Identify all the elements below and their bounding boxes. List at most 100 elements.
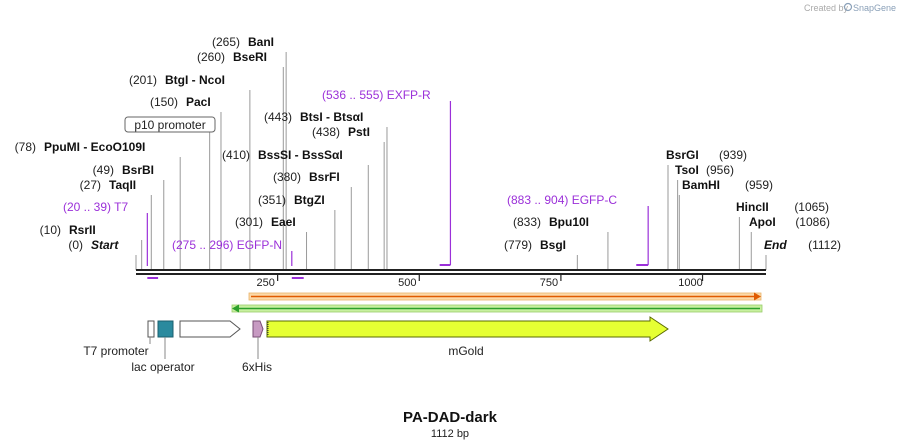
site-pos: (10) [40, 223, 61, 237]
site-name: BssSI - BssSαI [258, 148, 343, 162]
site-pos: (443) [264, 110, 292, 124]
scale-tick-label: 500 [398, 277, 416, 289]
site-pos: (410) [222, 148, 250, 162]
site-name: Start [91, 238, 119, 252]
site-ppuMI-ecoO109I[interactable]: (78) PpuMI - EcoO109I [15, 140, 146, 154]
site-pos: (1112) [808, 238, 841, 252]
site-banI[interactable]: (265)BanI [212, 35, 274, 49]
site-pos: (1086) [795, 215, 830, 229]
site-pos: (959) [745, 178, 773, 192]
site-bssSI-bssSaI[interactable]: (410) BssSI - BssSαI [222, 148, 343, 162]
site-pos: (779) [504, 238, 532, 252]
site-pos: (150) [150, 95, 178, 109]
site-bpu10I[interactable]: (833) Bpu10I [513, 215, 589, 229]
feature-label-t7-promoter: T7 promoter [83, 344, 148, 358]
site-pos: (380) [273, 170, 301, 184]
site-pos: (260) [197, 50, 225, 64]
site-taqII[interactable]: (27) TaqII [80, 178, 136, 192]
site-bsgI[interactable]: (779) BsgI [504, 238, 566, 252]
site-pos: (0) [68, 238, 83, 252]
dna-backbone [136, 269, 766, 275]
site-pos: (833) [513, 215, 541, 229]
site-start[interactable]: (0) Start [68, 238, 119, 252]
primer-labels: (536 .. 555) EXFP-R (20 .. 39) T7 (275 .… [63, 88, 617, 252]
site-bsrBI[interactable]: (49) BsrBI [93, 163, 154, 177]
site-lines [135, 52, 767, 270]
primer-egfp-n-label[interactable]: (275 .. 296) EGFP-N [172, 238, 282, 252]
site-name: BsgI [540, 238, 566, 252]
site-name: Bpu10I [549, 215, 589, 229]
site-p10-promoter[interactable]: p10 promoter [124, 116, 216, 133]
credit-brand: SnapGene [853, 3, 896, 13]
p10-promoter-box [124, 116, 216, 133]
site-name: p10 promoter [134, 118, 205, 132]
site-name: PacI [186, 95, 211, 109]
site-pos: (27) [80, 178, 101, 192]
scale-tick-label: 1000 [678, 277, 702, 289]
site-name: ApoI [749, 215, 776, 229]
primer-exfp-r-label[interactable]: (536 .. 555) EXFP-R [322, 88, 431, 102]
site-rsrII[interactable]: (10) RsrII [40, 223, 96, 237]
site-name: BamHI [682, 178, 720, 192]
site-hincII[interactable]: (1065) HincII [736, 200, 829, 214]
site-tsoI[interactable]: (956) TsoI [675, 163, 734, 177]
primer-marks [146, 101, 649, 279]
site-name: PpuMI - EcoO109I [44, 140, 145, 154]
site-name: RsrII [69, 223, 96, 237]
site-eaeI[interactable]: (301) EaeI [235, 215, 296, 229]
site-bsrFI[interactable]: (380) BsrFI [273, 170, 340, 184]
site-name: BtgI - NcoI [165, 73, 225, 87]
site-pstI[interactable]: (438) PstI [312, 125, 370, 139]
site-pos: (265) [212, 35, 240, 49]
feature-his-tag[interactable] [252, 320, 264, 338]
site-btsI-btsaI[interactable]: (443) BtsI - BtsαI [264, 110, 363, 124]
site-pos: (78) [15, 140, 36, 154]
site-name: TsoI [675, 163, 699, 177]
site-name: HincII [736, 200, 769, 214]
site-labels: (265)BanI (260) BseRI (201) BtgI - NcoI (1… [15, 35, 841, 252]
site-name: BtsI - BtsαI [300, 110, 363, 124]
site-name: BseRI [233, 50, 267, 64]
credit-prefix: Created by [804, 3, 849, 13]
site-pos: (1065) [794, 200, 829, 214]
site-name: BsrFI [309, 170, 340, 184]
site-name: EaeI [271, 215, 296, 229]
feature-lac-operator[interactable] [157, 320, 174, 338]
site-pos: (438) [312, 125, 340, 139]
site-bsrGI[interactable]: (939) BsrGI [666, 148, 747, 162]
site-btgZI[interactable]: (351) BtgZI [258, 193, 325, 207]
feature-mgold-arrow[interactable] [266, 316, 669, 342]
map-length: 1112 bp [431, 428, 469, 440]
site-pos: (939) [719, 148, 747, 162]
site-pos: (49) [93, 163, 114, 177]
scale-tick-label: 250 [256, 277, 274, 289]
scale-tick-label: 750 [540, 277, 558, 289]
site-name: PstI [348, 125, 370, 139]
feature-t7-promoter-arrow[interactable] [147, 320, 155, 338]
site-pos: (956) [706, 163, 734, 177]
site-pacI[interactable]: (150) PacI [150, 95, 211, 109]
site-bseRI[interactable]: (260) BseRI [197, 50, 267, 64]
orf-forward-arrow[interactable] [248, 292, 762, 301]
primer-egfp-c-label[interactable]: (883 .. 904) EGFP-C [507, 193, 617, 207]
snapgene-logo-icon [843, 2, 853, 12]
site-pos: (201) [129, 73, 157, 87]
site-name: BsrGI [666, 148, 699, 162]
feature-label-his-tag: 6xHis [242, 360, 272, 374]
site-name: TaqII [109, 178, 136, 192]
map-title: PA-DAD-dark [403, 409, 498, 426]
feature-label-lac-operator: lac operator [131, 360, 194, 374]
site-apoI[interactable]: (1086) ApoI [749, 215, 830, 229]
site-name: BsrBI [122, 163, 154, 177]
primer-t7-label[interactable]: (20 .. 39) T7 [63, 200, 128, 214]
site-bamHI[interactable]: (959) BamHI [682, 178, 773, 192]
feature-p10-promoter-arrow[interactable] [179, 320, 241, 338]
orf-reverse-arrow[interactable] [231, 304, 763, 313]
site-btgI-ncoI[interactable]: (201) BtgI - NcoI [129, 73, 225, 87]
site-pos: (301) [235, 215, 263, 229]
feature-label-mgold: mGold [448, 344, 483, 358]
site-pos: (351) [258, 193, 286, 207]
site-name: BtgZI [294, 193, 325, 207]
site-end[interactable]: (1112)End [764, 238, 841, 252]
